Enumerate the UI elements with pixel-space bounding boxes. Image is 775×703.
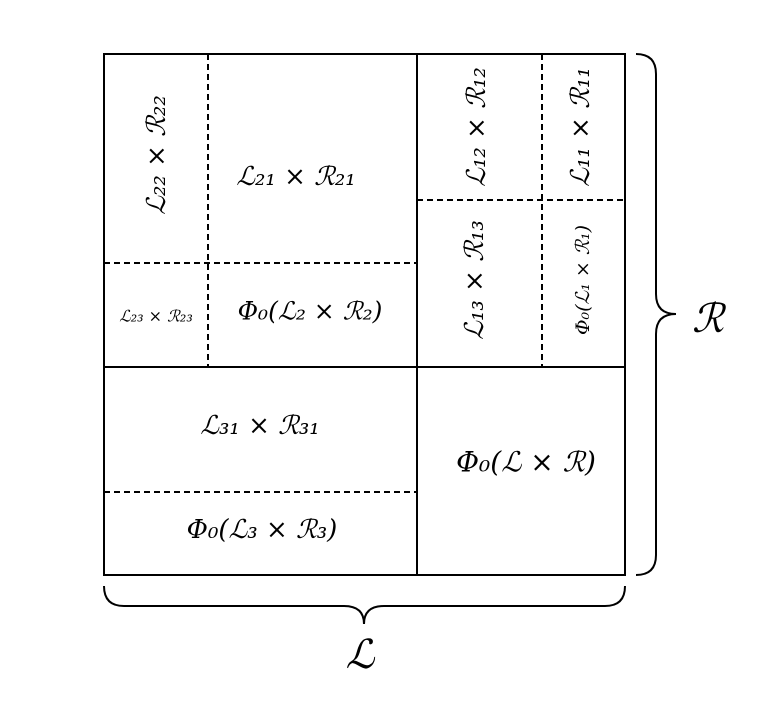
dashed-dividers: [104, 54, 625, 493]
cell-phi-l-r: Φ₀(ℒ × ℛ): [456, 446, 596, 479]
cell-l12-r12: ℒ₁₂ × ℛ₁₂: [462, 67, 492, 186]
vertical-brace: [635, 53, 677, 576]
cell-l23-r23: ℒ₂₃ × ℛ₂₃: [119, 307, 193, 326]
cell-l21-r21: ℒ₂₁ × ℛ₂₁: [236, 162, 355, 192]
cell-l31-r31: ℒ₃₁ × ℛ₃₁: [200, 411, 319, 441]
label-r: ℛ: [692, 296, 727, 342]
cell-l22-r22: ℒ₂₂ × ℛ₂₂: [142, 95, 172, 214]
cell-phi-l1-r1: Φ₀(ℒ₁ × ℛ₁): [572, 225, 594, 335]
horizontal-brace: [103, 585, 626, 625]
cell-l13-r13: ℒ₁₃ × ℛ₁₃: [460, 220, 490, 339]
cell-phi-l2-r2: Φ₀(ℒ₂ × ℛ₂): [238, 297, 383, 326]
cell-l11-r11: ℒ₁₁ × ℛ₁₁: [566, 67, 596, 186]
outer-square: [103, 53, 626, 576]
cell-phi-l3-r3: Φ₀(ℒ₃ × ℛ₃): [187, 515, 338, 545]
label-l: ℒ: [346, 632, 376, 678]
